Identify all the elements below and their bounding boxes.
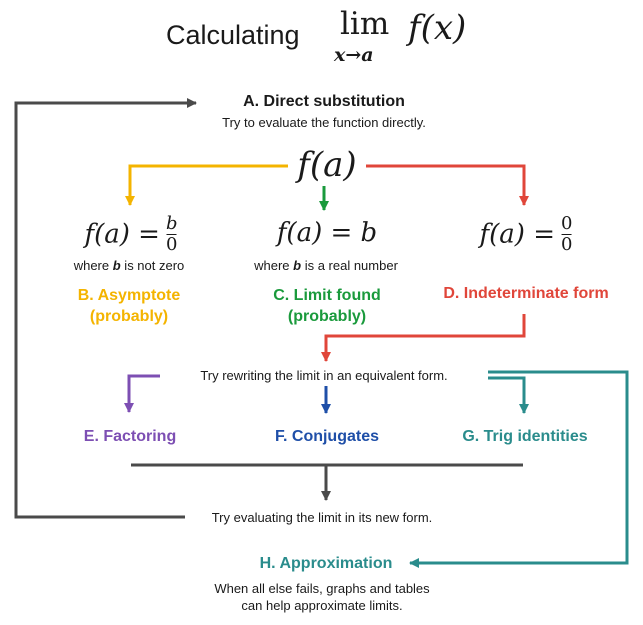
arrow-to-factoring bbox=[124, 374, 160, 413]
limit-found-heading: C. Limit found (probably) bbox=[273, 285, 381, 327]
title-lim: lim bbox=[340, 6, 390, 42]
limit-found-heading-line1: C. Limit found bbox=[273, 287, 381, 304]
conjugates-heading: F. Conjugates bbox=[274, 428, 380, 445]
title-sub-var: x bbox=[334, 44, 346, 66]
arrow-to-asymptote bbox=[125, 164, 288, 206]
title-prefix: Calculating bbox=[166, 20, 300, 50]
branch-d-num: 0 bbox=[561, 213, 573, 234]
approximation-desc-line2: can help approximate limits. bbox=[241, 598, 403, 613]
approximation-heading: H. Approximation bbox=[259, 555, 393, 572]
title-sub-arrow: → bbox=[345, 44, 362, 66]
trig-identities-heading: G. Trig identities bbox=[462, 428, 588, 445]
arrow-to-approximation bbox=[409, 370, 629, 568]
loop-back-arrow bbox=[14, 98, 197, 519]
factoring-heading: E. Factoring bbox=[83, 428, 177, 445]
arrow-to-trig bbox=[488, 376, 529, 414]
approximation-desc-line1: When all else fails, graphs and tables bbox=[214, 581, 430, 596]
branch-c-formula: f(a) = b bbox=[276, 218, 378, 248]
limit-found-heading-line2: (probably) bbox=[287, 308, 367, 325]
branch-b-den: 0 bbox=[166, 234, 178, 255]
branch-b-lhs: f(a) = bbox=[84, 219, 160, 250]
branch-b-num: b bbox=[165, 213, 178, 234]
title-lim-subscript: x→a bbox=[334, 44, 374, 66]
arrow-indeterminate-to-rewrite bbox=[321, 314, 526, 362]
branch-b-note-pre: where bbox=[73, 258, 113, 273]
fa-node: f(a) bbox=[297, 145, 357, 185]
title-expression: f(x) bbox=[408, 8, 467, 48]
title-sub-target: a bbox=[361, 44, 374, 66]
arrow-to-indeterminate bbox=[366, 164, 529, 206]
rewrite-text: Try rewriting the limit in an equivalent… bbox=[200, 368, 448, 383]
direct-substitution-heading: A. Direct substitution bbox=[243, 93, 405, 110]
branch-c-note-post: is a real number bbox=[301, 258, 398, 273]
asymptote-heading: B. Asymptote (probably) bbox=[78, 285, 181, 327]
asymptote-heading-line2: (probably) bbox=[89, 308, 169, 325]
branch-d-lhs: f(a) = bbox=[479, 219, 556, 250]
branch-b-note-post: is not zero bbox=[120, 258, 185, 273]
asymptote-heading-line1: B. Asymptote bbox=[77, 287, 181, 304]
direct-substitution-desc: Try to evaluate the function directly. bbox=[222, 115, 426, 130]
branch-c-note-var: b bbox=[293, 258, 302, 273]
evaluate-text: Try evaluating the limit in its new form… bbox=[211, 510, 433, 525]
branch-c-note-pre: where bbox=[254, 258, 294, 273]
branch-c-note: where b is a real number bbox=[254, 258, 398, 273]
branch-b-note-var: b bbox=[112, 258, 121, 273]
branch-d-den: 0 bbox=[561, 234, 573, 255]
branch-b-note: where b is not zero bbox=[74, 258, 185, 273]
indeterminate-heading: D. Indeterminate form bbox=[443, 285, 609, 302]
